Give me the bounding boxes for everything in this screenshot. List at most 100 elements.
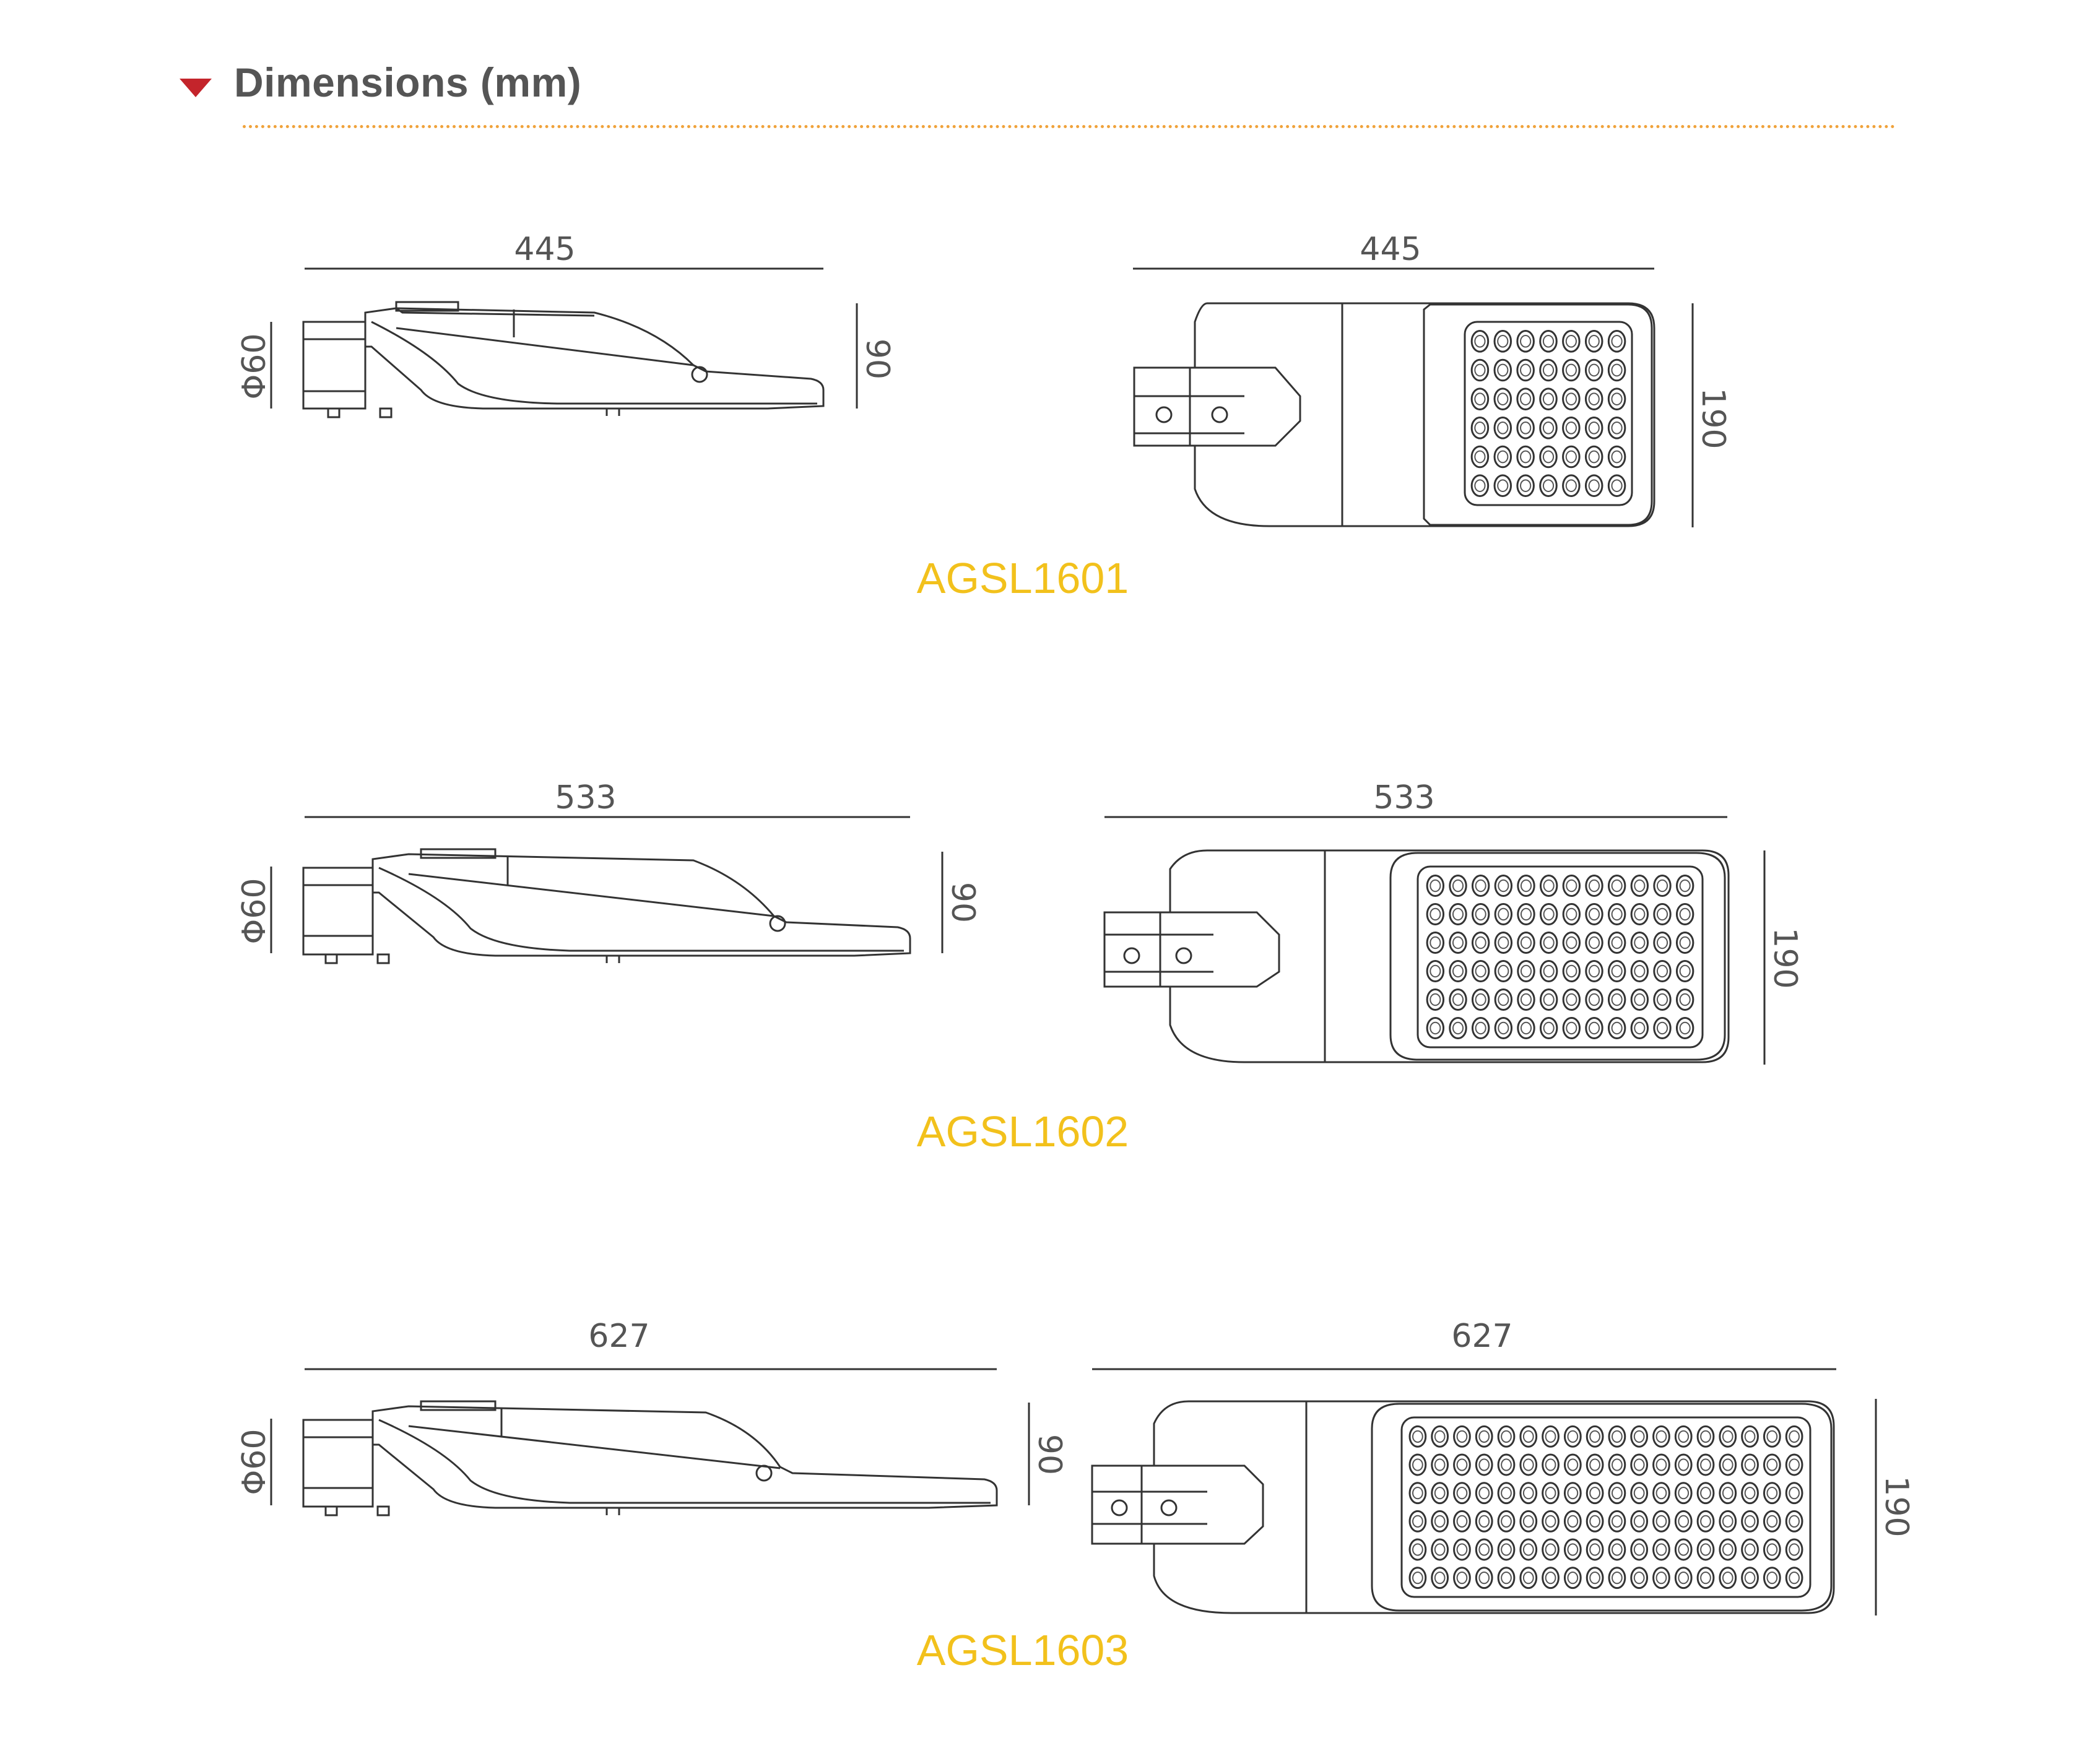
led-lens-inner	[1543, 879, 1555, 893]
led-lens	[1475, 1453, 1493, 1476]
led-lens	[1584, 417, 1603, 439]
led-lens	[1562, 387, 1581, 410]
housing-outline	[1103, 849, 1730, 1063]
led-lens-inner	[1474, 363, 1486, 377]
led-lens-inner	[1475, 993, 1486, 1006]
led-lens	[1607, 474, 1626, 497]
led-lens	[1493, 387, 1512, 410]
led-lens	[1608, 1425, 1626, 1448]
led-lens-inner	[1656, 936, 1668, 949]
led-lens	[1431, 1482, 1449, 1505]
led-lens-inner	[1542, 363, 1555, 377]
drawing-row-agsl1601: 445 Φ60 90 445 190 AGSL1601	[236, 231, 1732, 602]
led-lens-inner	[1430, 1021, 1441, 1035]
led-lens-inner	[1744, 1487, 1756, 1500]
led-lens-inner	[1412, 1430, 1423, 1443]
led-lens-inner	[1566, 936, 1577, 949]
led-lens	[1696, 1510, 1715, 1533]
housing-outline	[1133, 302, 1655, 527]
led-lens	[1630, 988, 1649, 1011]
led-lens	[1542, 1567, 1560, 1589]
led-lens	[1517, 931, 1535, 954]
led-lens	[1494, 1016, 1513, 1040]
led-lens	[1539, 1016, 1558, 1040]
led-lens-inner	[1611, 335, 1623, 348]
led-lens-inner	[1434, 1458, 1446, 1471]
led-lens-inner	[1478, 1458, 1490, 1471]
led-lens-inner	[1655, 1543, 1667, 1556]
led-grid	[1408, 1425, 1803, 1589]
led-lens	[1719, 1482, 1737, 1505]
led-lens	[1517, 1016, 1535, 1040]
led-lens	[1453, 1425, 1471, 1448]
led-lens	[1741, 1453, 1759, 1476]
led-lens-inner	[1522, 1515, 1534, 1528]
led-lens-inner	[1520, 1021, 1532, 1035]
led-lens-inner	[1678, 1458, 1690, 1471]
pole-mount	[302, 867, 374, 956]
led-lens	[1426, 1016, 1445, 1040]
led-lens-inner	[1520, 479, 1532, 493]
led-lens	[1763, 1567, 1781, 1589]
led-lens-inner	[1520, 993, 1532, 1006]
led-lens-inner	[1452, 993, 1464, 1006]
led-lens	[1519, 1425, 1538, 1448]
led-lens-inner	[1545, 1572, 1556, 1585]
led-lens-inner	[1412, 1458, 1423, 1471]
led-lens	[1516, 387, 1535, 410]
led-lens-inner	[1766, 1487, 1778, 1500]
led-lens-inner	[1589, 1458, 1600, 1471]
led-lens-inner	[1567, 1487, 1579, 1500]
led-lens	[1675, 902, 1694, 926]
led-lens	[1519, 1567, 1538, 1589]
led-lens	[1696, 1482, 1715, 1505]
led-lens-inner	[1452, 907, 1464, 921]
width-label: 190	[1878, 1476, 1915, 1537]
led-lens	[1431, 1567, 1449, 1589]
led-lens-inner	[1722, 1430, 1733, 1443]
led-lens-inner	[1543, 964, 1555, 978]
led-lens-inner	[1678, 1487, 1690, 1500]
led-lens	[1497, 1425, 1516, 1448]
led-lens	[1653, 988, 1672, 1011]
led-lens	[1453, 1510, 1471, 1533]
led-lens	[1453, 1567, 1471, 1589]
led-lens-inner	[1545, 1543, 1556, 1556]
led-lens	[1562, 474, 1581, 497]
led-lens	[1630, 1567, 1649, 1589]
led-lens-inner	[1588, 392, 1600, 406]
led-lens	[1497, 1567, 1516, 1589]
led-lens	[1630, 1538, 1649, 1561]
led-lens-inner	[1456, 1487, 1468, 1500]
pole-diameter-label: Φ60	[236, 1429, 273, 1495]
led-lens	[1431, 1425, 1449, 1448]
led-lens-inner	[1498, 907, 1509, 921]
led-lens	[1741, 1567, 1759, 1589]
led-lens-inner	[1679, 936, 1691, 949]
led-lens	[1471, 931, 1490, 954]
led-lens	[1562, 874, 1581, 897]
led-lens-inner	[1497, 363, 1509, 377]
led-lens-inner	[1656, 879, 1668, 893]
led-lens	[1470, 330, 1490, 353]
led-lens	[1471, 959, 1490, 983]
led-lens	[1630, 1453, 1649, 1476]
length-label: 627	[1451, 1318, 1512, 1355]
led-lens-inner	[1543, 907, 1555, 921]
led-lens-inner	[1634, 879, 1646, 893]
led-lens	[1542, 1510, 1560, 1533]
led-lens-inner	[1475, 907, 1486, 921]
led-lens	[1563, 1482, 1582, 1505]
led-lens	[1607, 358, 1626, 382]
led-lens-inner	[1588, 936, 1600, 949]
led-lens	[1719, 1453, 1737, 1476]
led-lens-inner	[1700, 1430, 1711, 1443]
led-lens-inner	[1566, 1021, 1577, 1035]
led-lens	[1719, 1425, 1737, 1448]
led-lens	[1585, 959, 1603, 983]
led-lens-inner	[1700, 1515, 1711, 1528]
led-lens	[1494, 931, 1513, 954]
led-lens-inner	[1565, 335, 1577, 348]
led-lens-inner	[1655, 1487, 1667, 1500]
led-lens-inner	[1430, 907, 1441, 921]
